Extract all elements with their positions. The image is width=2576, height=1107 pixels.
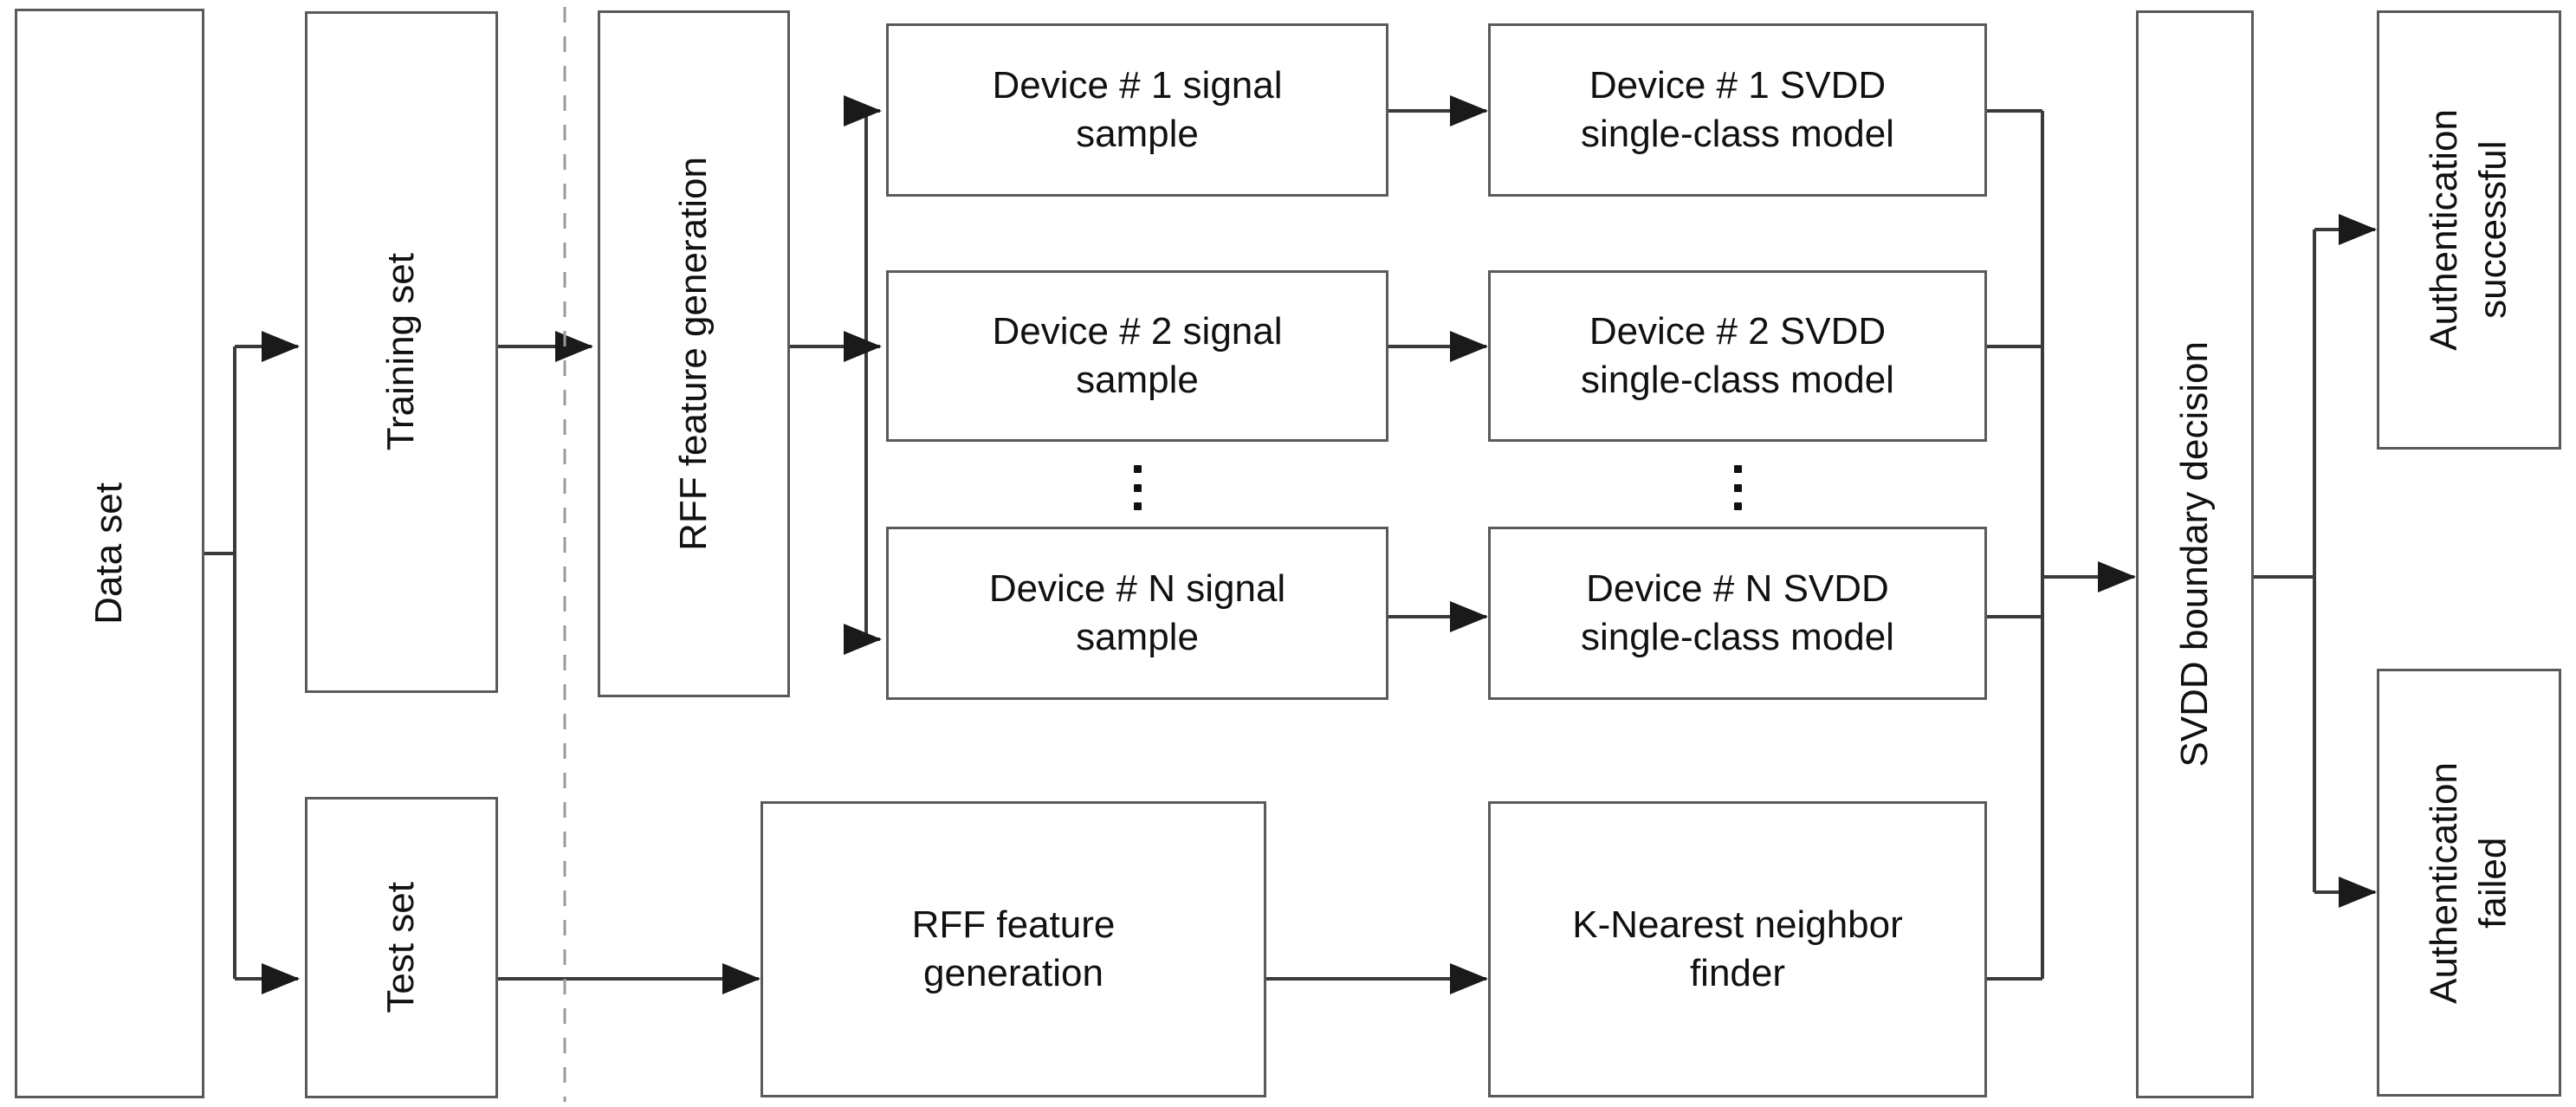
node-deviceN-signal-label: Device # N signal sample [988,566,1286,658]
node-auth-successful[interactable]: Authentication successful [2377,10,2561,450]
node-deviceN-signal[interactable]: Device # N signal sample [886,527,1388,700]
node-training-set-label: Training set [379,253,423,451]
node-rff-feature-generation-train[interactable]: RFF feature generation [598,10,790,697]
node-training-set[interactable]: Training set [305,11,498,693]
node-auth-failed[interactable]: Authentication failed [2377,669,2561,1097]
node-device1-svdd[interactable]: Device # 1 SVDD single-class model [1488,23,1987,197]
node-device2-signal-label: Device # 2 signal sample [992,309,1283,401]
node-data-set[interactable]: Data set [15,9,204,1098]
node-device1-signal-label: Device # 1 signal sample [992,63,1283,155]
node-test-set-label: Test set [379,882,423,1013]
vertical-ellipsis-signal-column [1133,465,1142,510]
node-knn-finder-label: K-Nearest neighbor finder [1572,903,1903,994]
node-knn-finder[interactable]: K-Nearest neighbor finder [1488,801,1987,1097]
node-rff-feature-generation-train-label: RFF feature generation [671,157,715,551]
node-rff-feature-generation-test[interactable]: RFF feature generation [761,801,1266,1097]
node-device2-svdd[interactable]: Device # 2 SVDD single-class model [1488,270,1987,442]
node-device1-svdd-label: Device # 1 SVDD single-class model [1581,63,1894,155]
node-test-set[interactable]: Test set [305,797,498,1098]
node-data-set-label: Data set [87,482,131,625]
node-auth-successful-label: Authentication successful [2423,109,2515,351]
node-device2-svdd-label: Device # 2 SVDD single-class model [1581,309,1894,401]
node-device2-signal[interactable]: Device # 2 signal sample [886,270,1388,442]
node-device1-signal[interactable]: Device # 1 signal sample [886,23,1388,197]
node-deviceN-svdd-label: Device # N SVDD single-class model [1581,566,1894,658]
node-auth-failed-label: Authentication failed [2423,761,2515,1004]
node-svdd-boundary-decision-label: SVDD boundary decision [2172,341,2216,767]
node-rff-feature-generation-test-label: RFF feature generation [911,903,1116,994]
node-deviceN-svdd[interactable]: Device # N SVDD single-class model [1488,527,1987,700]
node-svdd-boundary-decision[interactable]: SVDD boundary decision [2136,10,2254,1098]
vertical-ellipsis-svdd-column [1733,465,1742,510]
